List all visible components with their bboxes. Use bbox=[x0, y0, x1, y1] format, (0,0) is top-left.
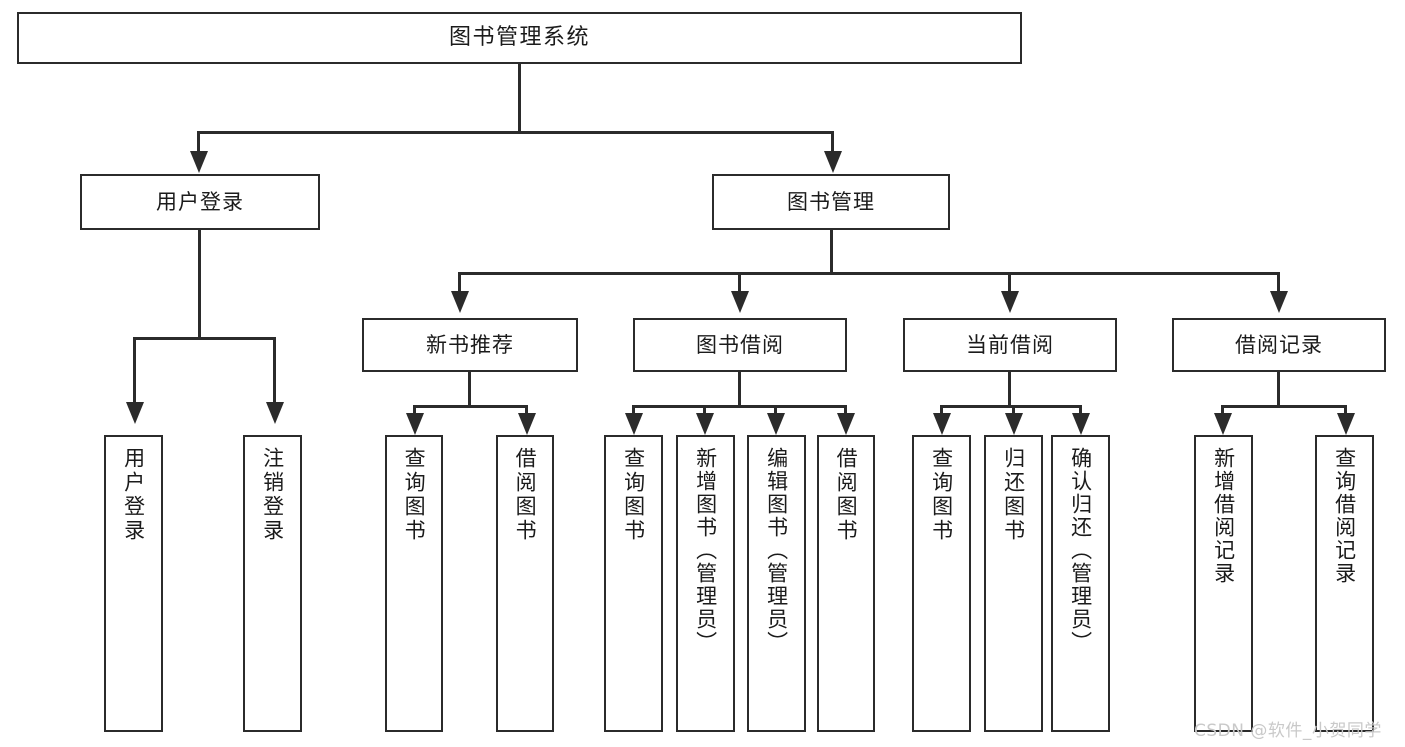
connector-user-login-bus bbox=[133, 337, 276, 340]
node-leaf-bb-query-book[interactable]: 查询图书 bbox=[604, 435, 663, 732]
connector-book-management-stem bbox=[830, 230, 833, 275]
arrow-root-to-user-login bbox=[190, 151, 208, 173]
node-label: 图书管理 bbox=[787, 189, 875, 214]
connector-bm-drop-1 bbox=[458, 272, 461, 294]
node-leaf-bb-edit-book[interactable]: 编辑图书（管理员） bbox=[747, 435, 806, 732]
connector-bb-bus bbox=[632, 405, 846, 408]
arrow-cb-to-leaf-query-book bbox=[933, 413, 951, 435]
arrow-bb-to-leaf-borrow-book bbox=[837, 413, 855, 435]
connector-br-bus bbox=[1221, 405, 1347, 408]
connector-nbr-bus bbox=[413, 405, 528, 408]
node-label: 归还图书 bbox=[1001, 447, 1026, 543]
node-label: 图书借阅 bbox=[696, 332, 784, 357]
node-borrow-record[interactable]: 借阅记录 bbox=[1172, 318, 1386, 372]
node-label: 确认归还（管理员） bbox=[1068, 447, 1093, 654]
node-label: 编辑图书（管理员） bbox=[764, 447, 789, 654]
node-leaf-br-add-record[interactable]: 新增借阅记录 bbox=[1194, 435, 1253, 732]
node-root-system[interactable]: 图书管理系统 bbox=[17, 12, 1022, 64]
connector-root-bus bbox=[197, 131, 834, 134]
connector-br-drop-1 bbox=[1221, 405, 1224, 419]
connector-cb-drop-3 bbox=[1079, 405, 1082, 419]
node-book-management[interactable]: 图书管理 bbox=[712, 174, 950, 230]
node-label: 注销登录 bbox=[260, 447, 285, 543]
connector-br-stem bbox=[1277, 372, 1280, 408]
connector-nbr-stem bbox=[468, 372, 471, 408]
arrow-nbr-to-leaf-query-book bbox=[406, 413, 424, 435]
connector-root-to-user-login bbox=[197, 131, 200, 155]
arrow-br-to-leaf-query-record bbox=[1337, 413, 1355, 435]
node-label: 查询借阅记录 bbox=[1332, 447, 1357, 585]
connector-root-stem bbox=[518, 64, 521, 134]
arrow-root-to-book-management bbox=[824, 151, 842, 173]
node-label: 用户登录 bbox=[156, 189, 244, 214]
node-label: 当前借阅 bbox=[966, 332, 1054, 357]
node-leaf-cb-query-book[interactable]: 查询图书 bbox=[912, 435, 971, 732]
connector-bm-drop-2 bbox=[738, 272, 741, 294]
node-user-login[interactable]: 用户登录 bbox=[80, 174, 320, 230]
node-leaf-nbr-query-book[interactable]: 查询图书 bbox=[385, 435, 443, 732]
node-leaf-cb-return-book[interactable]: 归还图书 bbox=[984, 435, 1043, 732]
node-new-book-recommend[interactable]: 新书推荐 bbox=[362, 318, 578, 372]
connector-book-management-bus bbox=[458, 272, 1280, 275]
connector-cb-drop-2 bbox=[1012, 405, 1015, 419]
node-label: 借阅图书 bbox=[513, 447, 538, 543]
connector-bb-drop-4 bbox=[844, 405, 847, 419]
connector-nbr-drop-1 bbox=[413, 405, 416, 419]
connector-user-login-drop-2 bbox=[273, 337, 276, 405]
arrow-user-login-to-leaf-user-login bbox=[126, 402, 144, 424]
arrow-cb-to-leaf-return-book bbox=[1005, 413, 1023, 435]
connector-root-to-book-management bbox=[831, 131, 834, 155]
connector-cb-stem bbox=[1008, 372, 1011, 408]
arrow-bm-to-current-borrow bbox=[1001, 291, 1019, 313]
connector-bb-drop-1 bbox=[632, 405, 635, 419]
arrow-bb-to-leaf-query-book bbox=[625, 413, 643, 435]
node-label: 新增借阅记录 bbox=[1211, 447, 1236, 585]
node-leaf-bb-borrow-book[interactable]: 借阅图书 bbox=[817, 435, 875, 732]
node-current-borrow[interactable]: 当前借阅 bbox=[903, 318, 1117, 372]
connector-bb-drop-3 bbox=[774, 405, 777, 419]
connector-bm-drop-4 bbox=[1277, 272, 1280, 294]
node-label: 查询图书 bbox=[929, 447, 954, 543]
node-leaf-bb-add-book[interactable]: 新增图书（管理员） bbox=[676, 435, 735, 732]
node-label: 图书管理系统 bbox=[448, 25, 590, 51]
connector-br-drop-2 bbox=[1344, 405, 1347, 419]
node-label: 查询图书 bbox=[402, 447, 427, 543]
connector-nbr-drop-2 bbox=[525, 405, 528, 419]
arrow-bm-to-borrow-record bbox=[1270, 291, 1288, 313]
arrow-bb-to-leaf-add-book bbox=[696, 413, 714, 435]
arrow-br-to-leaf-add-record bbox=[1214, 413, 1232, 435]
node-label: 借阅记录 bbox=[1235, 332, 1323, 357]
node-label: 借阅图书 bbox=[834, 447, 859, 543]
arrow-nbr-to-leaf-borrow-book bbox=[518, 413, 536, 435]
node-leaf-nbr-borrow-book[interactable]: 借阅图书 bbox=[496, 435, 554, 732]
connector-user-login-stem bbox=[198, 230, 201, 340]
arrow-bb-to-leaf-edit-book bbox=[767, 413, 785, 435]
arrow-bm-to-book-borrow bbox=[731, 291, 749, 313]
arrow-cb-to-leaf-confirm-return bbox=[1072, 413, 1090, 435]
connector-bm-drop-3 bbox=[1008, 272, 1011, 294]
node-book-borrow[interactable]: 图书借阅 bbox=[633, 318, 847, 372]
connector-bb-drop-2 bbox=[703, 405, 706, 419]
arrow-user-login-to-leaf-user-logout bbox=[266, 402, 284, 424]
connector-cb-drop-1 bbox=[940, 405, 943, 419]
connector-cb-bus bbox=[940, 405, 1082, 408]
node-label: 用户登录 bbox=[121, 447, 146, 543]
arrow-bm-to-new-book-recommend bbox=[451, 291, 469, 313]
node-leaf-user-logout[interactable]: 注销登录 bbox=[243, 435, 302, 732]
node-label: 查询图书 bbox=[621, 447, 646, 543]
watermark-csdn: CSDN @软件_小贺同学 bbox=[1194, 721, 1382, 741]
connector-bb-stem bbox=[738, 372, 741, 408]
node-label: 新增图书（管理员） bbox=[693, 447, 718, 654]
node-leaf-user-login[interactable]: 用户登录 bbox=[104, 435, 163, 732]
node-leaf-br-query-record[interactable]: 查询借阅记录 bbox=[1315, 435, 1374, 732]
connector-user-login-drop-1 bbox=[133, 337, 136, 405]
node-leaf-cb-confirm-return[interactable]: 确认归还（管理员） bbox=[1051, 435, 1110, 732]
node-label: 新书推荐 bbox=[426, 332, 514, 357]
